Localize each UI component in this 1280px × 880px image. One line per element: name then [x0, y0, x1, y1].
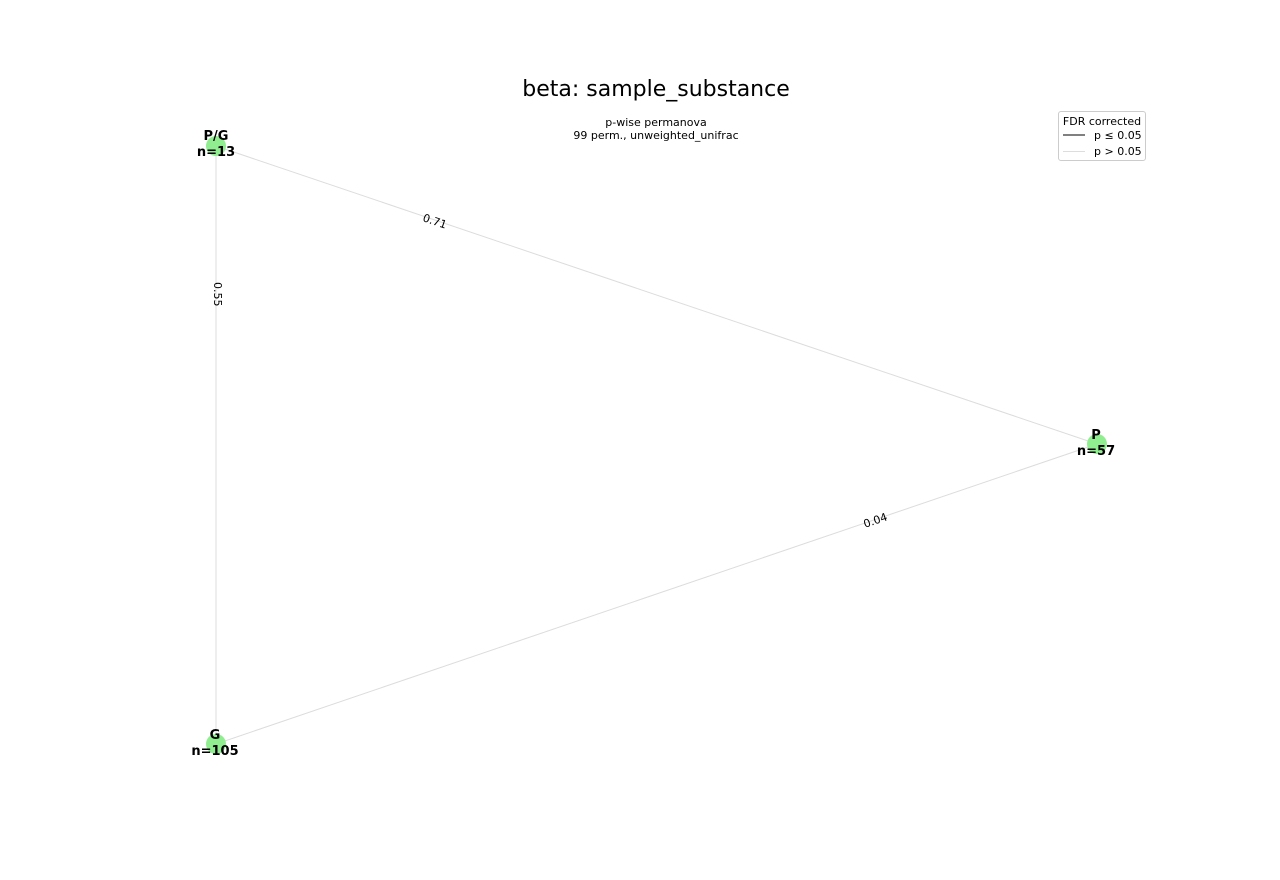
legend-label-significant: p ≤ 0.05 — [1094, 129, 1142, 142]
legend: FDR corrected p ≤ 0.05 p > 0.05 — [1058, 111, 1146, 161]
legend-item-nonsignificant: p > 0.05 — [1063, 145, 1145, 159]
legend-label-nonsignificant: p > 0.05 — [1094, 145, 1142, 158]
node-count-g: n=105 — [191, 744, 239, 759]
edge-pg-p — [215, 145, 1098, 445]
legend-swatch-significant — [1063, 134, 1085, 136]
node-g — [206, 734, 226, 754]
node-count-pg: n=13 — [196, 145, 236, 160]
subtitle-params: 99 perm., unweighted_unifrac — [573, 129, 739, 142]
edge-label-pg-g: 0.55 — [211, 282, 224, 307]
node-count-p: n=57 — [1076, 444, 1116, 459]
chart-title: beta: sample_substance — [522, 77, 790, 102]
node-pg — [206, 136, 226, 156]
legend-swatch-nonsignificant — [1063, 151, 1085, 152]
node-name-p: P — [1091, 428, 1101, 443]
node-label-g: G n=105 — [184, 728, 246, 760]
node-label-p: P n=57 — [1066, 428, 1126, 460]
node-name-pg: P/G — [203, 129, 229, 144]
legend-title: FDR corrected — [1062, 115, 1142, 128]
subtitle-method: p-wise permanova — [605, 116, 707, 129]
node-name-g: G — [209, 728, 221, 743]
node-p — [1087, 434, 1107, 454]
node-label-pg: P/G n=13 — [186, 129, 246, 161]
legend-item-significant: p ≤ 0.05 — [1063, 129, 1145, 143]
edge-p-g — [215, 443, 1098, 745]
